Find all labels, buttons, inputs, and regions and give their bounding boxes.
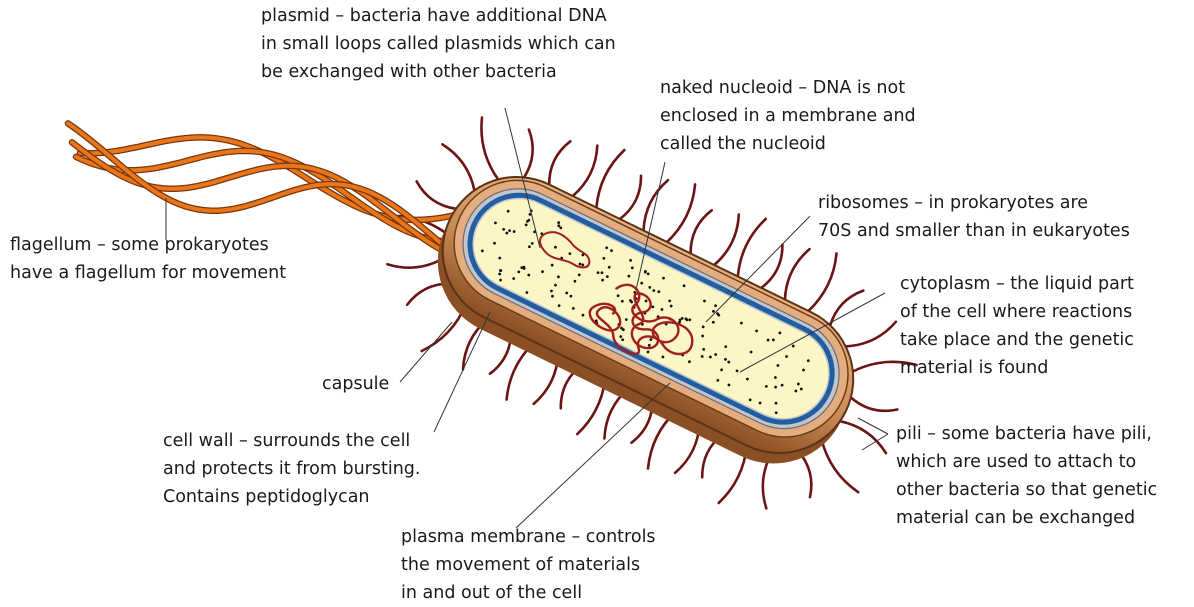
cell-wall-label-line-1: cell wall – surrounds the cell (163, 427, 420, 455)
plasma-membrane-label: plasma membrane – controls the movement … (401, 523, 656, 607)
cytoplasm-label-line-4: material is found (900, 354, 1134, 382)
cell-wall-label: cell wall – surrounds the cell and prote… (163, 427, 420, 511)
pilus (691, 210, 712, 253)
pilus (822, 440, 859, 493)
pilus (442, 144, 474, 190)
pili-leader-2 (862, 434, 888, 450)
cell-wall-label-line-3: Contains peptidoglycan (163, 483, 420, 511)
pilus (738, 219, 766, 277)
cytoplasm-label-line-3: take place and the genetic (900, 326, 1134, 354)
plasmid-label: plasmid – bacteria have additional DNA i… (261, 2, 616, 86)
pili-leader-1 (858, 418, 888, 434)
flagellum-label: flagellum – some prokaryotes have a flag… (10, 231, 286, 287)
nucleoid-label-line-2: enclosed in a membrane and (660, 102, 916, 130)
pili-label-line-3: other bacteria so that genetic (896, 476, 1157, 504)
pilus (481, 118, 498, 180)
pilus (387, 259, 443, 268)
pilus (840, 421, 886, 453)
pilus (809, 253, 837, 311)
capsule-leader (400, 322, 452, 382)
pilus (644, 180, 669, 230)
plasmid-label-line-2: in small loops called plasmids which can (261, 30, 616, 58)
pilus (417, 181, 456, 208)
ribosomes-label: ribosomes – in prokaryotes are 70S and s… (818, 189, 1130, 245)
cytoplasm-label-line-2: of the cell where reactions (900, 298, 1134, 326)
nucleoid-label-line-3: called the nucleoid (660, 130, 916, 158)
ribosomes-label-line-2: 70S and smaller than in eukaryotes (818, 217, 1130, 245)
capsule-label: capsule (322, 370, 389, 398)
plasma-membrane-label-line-3: in and out of the cell (401, 579, 656, 607)
pilus (549, 141, 570, 184)
pili-label-line-2: which are used to attach to (896, 448, 1157, 476)
nucleoid-label-line-1: naked nucleoid – DNA is not (660, 74, 916, 102)
plasmid-label-line-1: plasmid – bacteria have additional DNA (261, 2, 616, 30)
plasmid-label-line-3: be exchanged with other bacteria (261, 58, 616, 86)
pilus (846, 322, 896, 347)
pili-label-line-1: pili – some bacteria have pili, (896, 420, 1157, 448)
cell-wall-label-line-2: and protects it from bursting. (163, 455, 420, 483)
flagellum-label-line-2: have a flagellum for movement (10, 259, 286, 287)
cell-wall-leader (434, 312, 490, 432)
cytoplasm-label: cytoplasm – the liquid part of the cell … (900, 270, 1134, 382)
flagellum-label-line-1: flagellum – some prokaryotes (10, 231, 286, 259)
pilus (761, 245, 782, 288)
plasma-membrane-label-line-2: the movement of materials (401, 551, 656, 579)
cytoplasm-label-line-1: cytoplasm – the liquid part (900, 270, 1134, 298)
pilus (851, 398, 897, 411)
ribosomes-label-line-1: ribosomes – in prokaryotes are (818, 189, 1130, 217)
pili-label: pili – some bacteria have pili, which ar… (896, 420, 1157, 532)
pilus (714, 215, 739, 265)
pilus (785, 249, 810, 299)
plasma-membrane-leader (516, 383, 670, 528)
nucleoid-label: naked nucleoid – DNA is not enclosed in … (660, 74, 916, 158)
cell-body (413, 152, 879, 489)
capsule-label-line-1: capsule (322, 370, 389, 398)
pilus (620, 176, 641, 219)
pilus (573, 146, 598, 196)
pili-label-line-4: material can be exchanged (896, 504, 1157, 532)
plasma-membrane-label-line-1: plasma membrane – controls (401, 523, 656, 551)
pilus (524, 130, 533, 178)
pilus (667, 184, 695, 242)
pilus (596, 150, 624, 208)
